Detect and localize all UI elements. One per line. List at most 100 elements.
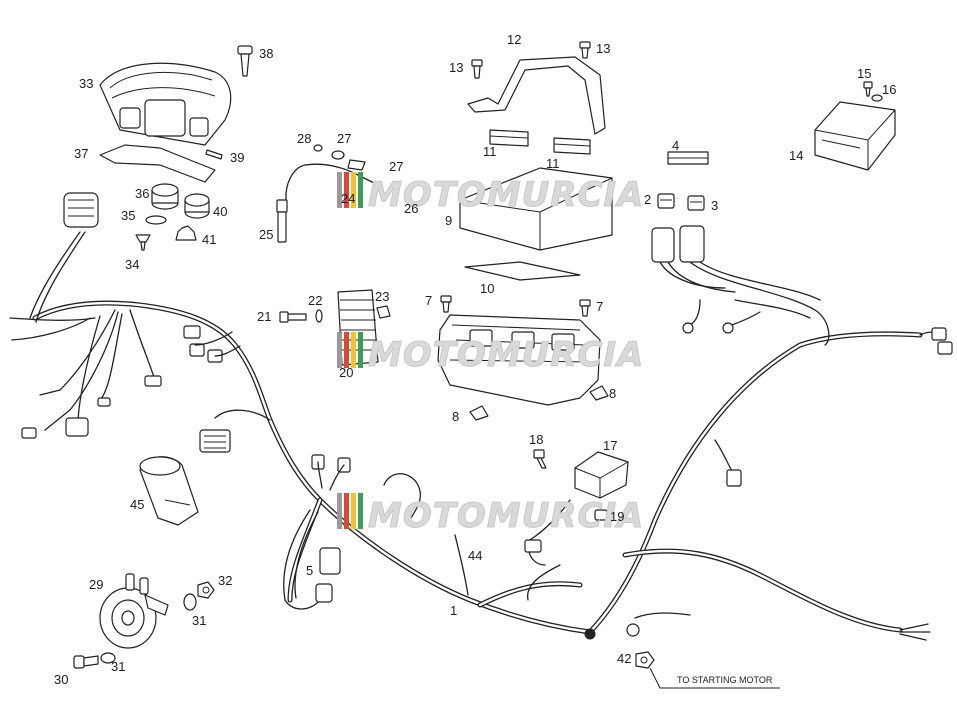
screw-18 xyxy=(533,449,547,469)
label-32: 32 xyxy=(218,573,232,588)
part-labels: 1 2 3 4 5 7 7 8 8 9 10 11 11 12 13 13 14… xyxy=(54,32,896,687)
label-44: 44 xyxy=(468,548,482,563)
label-13b: 13 xyxy=(596,41,610,56)
label-20: 20 xyxy=(339,365,353,380)
pads-11 xyxy=(489,129,591,155)
washer-22 xyxy=(315,309,323,323)
screw-38 xyxy=(237,45,253,77)
label-12: 12 xyxy=(507,32,521,47)
horn-29 xyxy=(99,573,169,649)
screws-7 xyxy=(440,295,591,317)
label-18: 18 xyxy=(529,432,543,447)
relay-3 xyxy=(687,195,705,211)
label-42: 42 xyxy=(617,651,631,666)
starting-motor-note: TO STARTING MOTOR xyxy=(677,675,773,685)
label-4: 4 xyxy=(672,138,679,153)
label-14: 14 xyxy=(789,148,803,163)
label-21: 21 xyxy=(257,309,271,324)
nut-32 xyxy=(197,581,215,599)
headlight-branch-wires xyxy=(9,192,162,439)
label-7b: 7 xyxy=(596,299,603,314)
washer-16 xyxy=(871,94,883,102)
label-29: 29 xyxy=(89,577,103,592)
label-15: 15 xyxy=(857,66,871,81)
cable-19 xyxy=(524,499,608,566)
label-25: 25 xyxy=(259,227,273,242)
label-27a: 27 xyxy=(337,131,351,146)
bracket-37 xyxy=(99,144,216,183)
label-8a: 8 xyxy=(609,386,616,401)
label-10: 10 xyxy=(480,281,494,296)
watermark-text-3: MOTOMURCIA xyxy=(368,496,644,536)
relay-17 xyxy=(574,451,629,499)
cover-45 xyxy=(139,456,199,526)
label-24: 24 xyxy=(341,191,355,206)
fuse-box xyxy=(437,314,601,406)
pin-39 xyxy=(205,149,223,160)
screws-13 xyxy=(471,41,591,79)
relay-2 xyxy=(657,193,675,209)
right-harness-connectors xyxy=(527,327,953,641)
label-39: 39 xyxy=(230,150,244,165)
label-11b: 11 xyxy=(546,156,560,171)
watermark-2: MOTOMURCIA xyxy=(337,332,644,376)
watermark-3: MOTOMURCIA xyxy=(337,493,644,537)
label-5: 5 xyxy=(306,563,313,578)
label-33: 33 xyxy=(79,76,93,91)
label-36: 36 xyxy=(135,186,149,201)
label-28: 28 xyxy=(297,131,311,146)
label-31a: 31 xyxy=(192,613,206,628)
screw-30 xyxy=(73,655,99,669)
label-40: 40 xyxy=(213,204,227,219)
main-wiring-harness xyxy=(32,300,923,640)
label-7a: 7 xyxy=(425,293,432,308)
screw-34 xyxy=(135,234,151,251)
harness-connectors xyxy=(183,325,351,491)
module-14 xyxy=(814,101,896,171)
pad-10 xyxy=(464,261,581,281)
washers-31 xyxy=(100,593,197,664)
sensor-wire-25 xyxy=(276,144,379,243)
label-22: 22 xyxy=(308,293,322,308)
ecu-9 xyxy=(459,167,613,251)
label-11a: 11 xyxy=(483,144,497,159)
bracket-12 xyxy=(467,56,606,135)
label-9: 9 xyxy=(445,213,452,228)
relay-wires xyxy=(651,225,830,346)
screw-15 xyxy=(863,81,873,97)
label-35: 35 xyxy=(121,208,135,223)
connector-5 xyxy=(283,509,341,610)
watermark-1: MOTOMURCIA xyxy=(337,172,644,216)
screw-21 xyxy=(279,311,307,323)
label-31b: 31 xyxy=(111,659,125,674)
bushing-23 xyxy=(376,305,391,319)
label-37: 37 xyxy=(74,146,88,161)
label-8b: 8 xyxy=(452,409,459,424)
grommet-40 xyxy=(184,193,210,219)
label-34: 34 xyxy=(125,257,139,272)
label-23: 23 xyxy=(375,289,389,304)
label-27b: 27 xyxy=(389,159,403,174)
watermark-text-1: MOTOMURCIA xyxy=(368,175,644,215)
label-13a: 13 xyxy=(449,60,463,75)
label-17: 17 xyxy=(603,438,617,453)
label-26: 26 xyxy=(404,201,418,216)
label-16: 16 xyxy=(882,82,896,97)
instrument-cluster-33 xyxy=(99,62,232,146)
label-3: 3 xyxy=(711,198,718,213)
wire-44 xyxy=(383,473,469,596)
label-1: 1 xyxy=(450,603,457,618)
label-45: 45 xyxy=(130,497,144,512)
pad-4 xyxy=(667,151,709,165)
grommet-36 xyxy=(151,183,179,210)
washer-35 xyxy=(145,215,167,225)
label-19: 19 xyxy=(610,509,624,524)
watermark-text-2: MOTOMURCIA xyxy=(368,335,644,375)
label-2: 2 xyxy=(644,192,651,207)
label-41: 41 xyxy=(202,232,216,247)
clips-8 xyxy=(469,385,609,421)
label-38: 38 xyxy=(259,46,273,61)
nut-42 xyxy=(635,651,780,689)
